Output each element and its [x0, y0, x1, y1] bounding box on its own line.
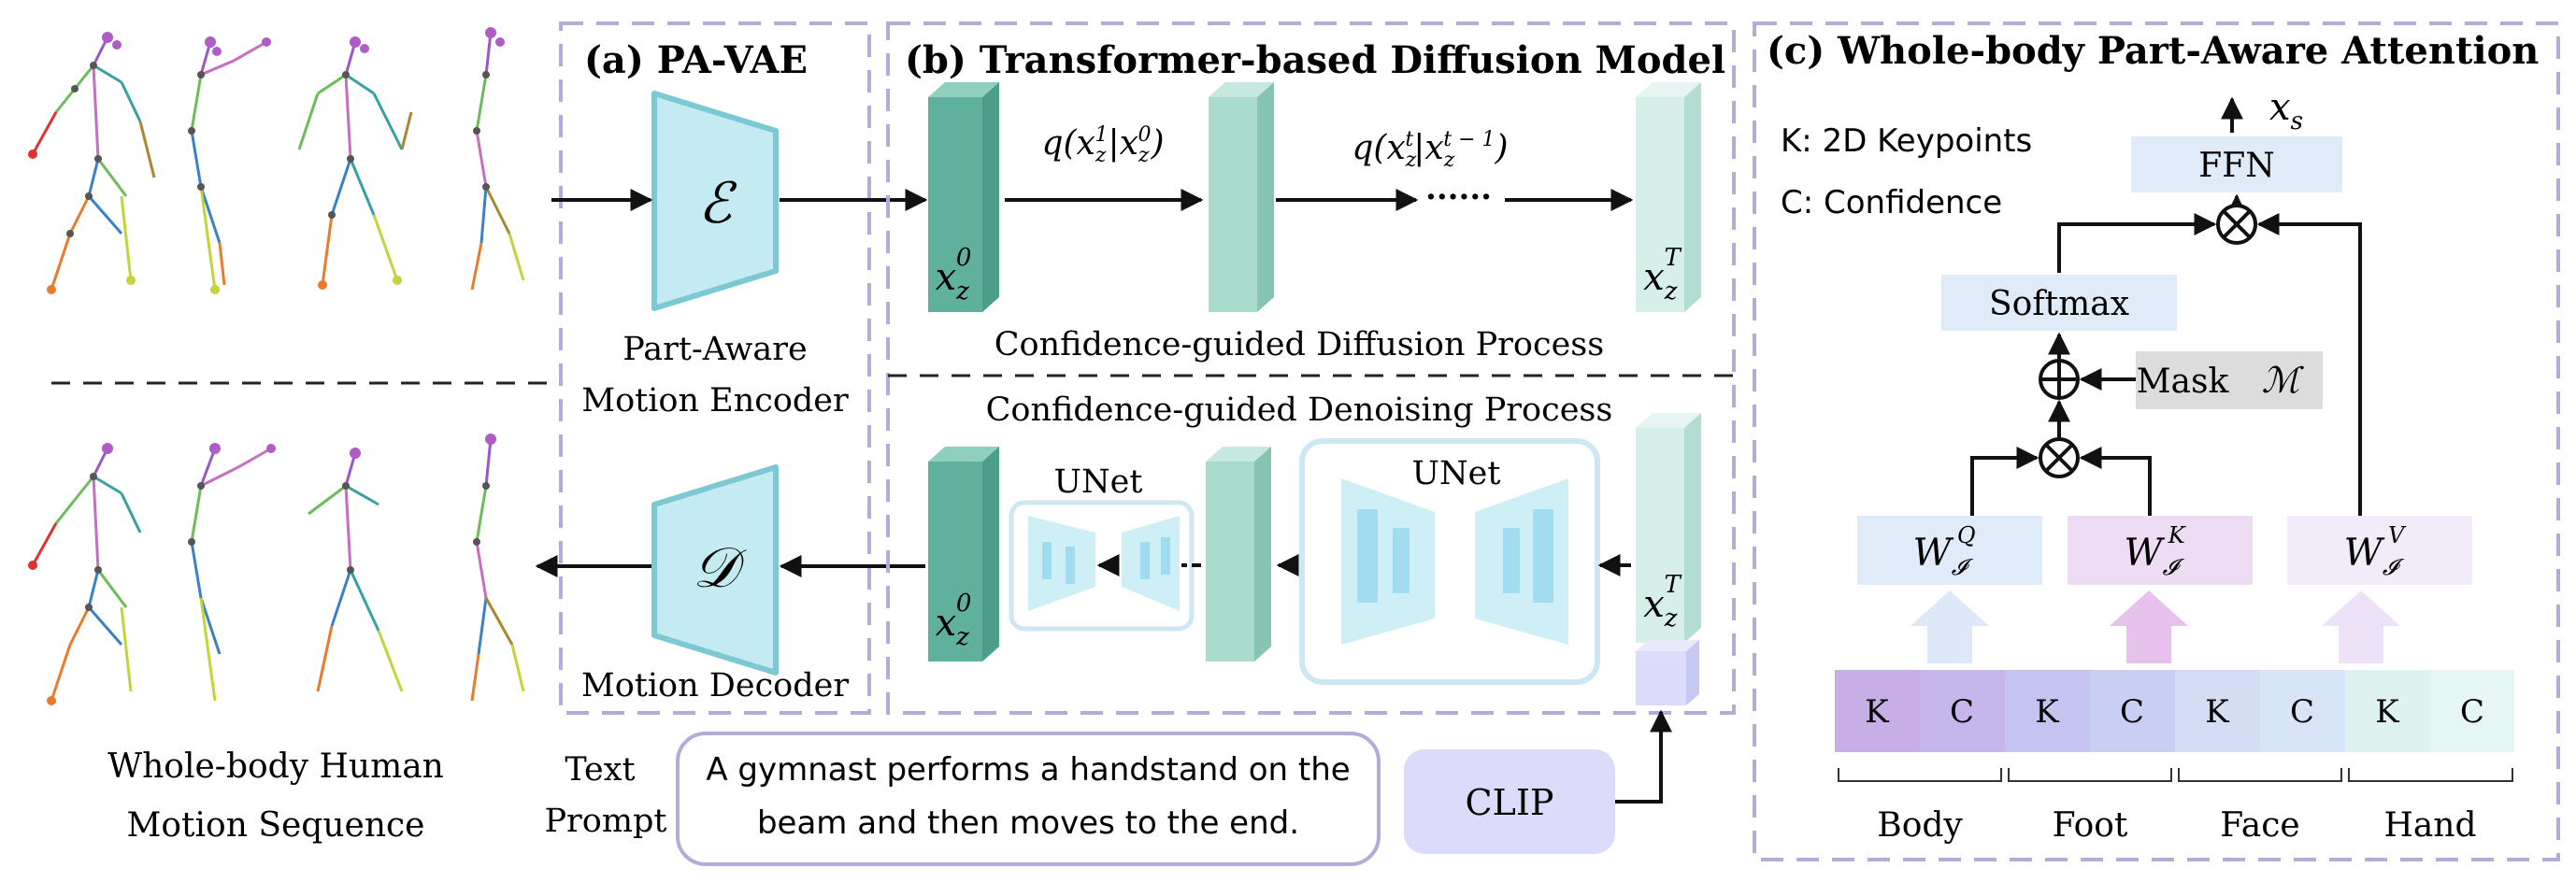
group-label-foot: Foot — [2053, 806, 2128, 845]
mask-label: Mask — [2137, 363, 2230, 401]
fat-arrow-k — [2110, 590, 2188, 663]
wq-box — [1857, 516, 2042, 585]
token-foot-k: K — [2035, 693, 2059, 731]
encoder-caption-line-1: Part-Aware — [623, 331, 807, 368]
token-face-c: C — [2290, 693, 2314, 731]
token-body-k: K — [1865, 693, 1889, 731]
panel-c-border — [1753, 21, 2560, 861]
token-foot-c: C — [2120, 693, 2144, 731]
latent-x0-bottom-label: xz0 — [936, 590, 972, 651]
skeleton-sequence-top — [28, 27, 525, 294]
latent-xT-top-label: xzT — [1643, 244, 1682, 306]
wk-box — [2068, 516, 2253, 585]
latent-x0-bottom: xz0 — [928, 447, 999, 662]
skeleton-sequence-bottom — [28, 434, 525, 705]
wk-label: W𝓘K — [2124, 522, 2186, 580]
wv-box — [2287, 516, 2472, 585]
denoising-caption: Confidence-guided Denoising Process — [986, 391, 1613, 429]
latent-xT-bottom-label: xzT — [1643, 571, 1682, 633]
softmax-label: Softmax — [1989, 285, 2129, 323]
multiply-top-icon — [2216, 204, 2257, 245]
panel-b-title: (b) Transformer-based Diffusion Model — [905, 38, 1725, 82]
latent-x0-top: xz0 — [928, 82, 999, 312]
latent-x0-top-label: xz0 — [936, 244, 972, 306]
group-label-face: Face — [2220, 806, 2299, 845]
group-label-body: Body — [1877, 806, 1963, 845]
token-hand-k: K — [2375, 693, 2399, 731]
text-embedding-cube — [1636, 640, 1699, 705]
fat-arrow-q — [1911, 590, 1989, 663]
unet-small-label: UNet — [1054, 463, 1143, 501]
multiply-bottom-icon — [2039, 437, 2080, 478]
add-icon — [2039, 359, 2080, 400]
arrow-clip-to-latent — [1615, 709, 1672, 804]
prompt-text-line-1: A gymnast performs a handstand on the — [706, 751, 1350, 789]
latent-xT-bottom: xzT — [1636, 413, 1701, 643]
q-label-1: q(xz1|xz0) — [1041, 123, 1164, 167]
unet-large-label: UNet — [1412, 455, 1501, 492]
decoder-trapezoid — [651, 464, 779, 676]
output-xs: xs — [2269, 86, 2303, 135]
diffusion-caption: Confidence-guided Diffusion Process — [995, 326, 1604, 363]
left-caption-line-2: Motion Sequence — [127, 806, 425, 845]
latent-mid-top — [1209, 82, 1274, 312]
left-caption-line-1: Whole-body Human — [107, 747, 444, 786]
encoder-trapezoid — [651, 91, 779, 311]
panel-b-border — [886, 21, 1736, 715]
prompt-label-1: Text — [565, 751, 635, 789]
ffn-box — [2131, 136, 2342, 192]
fat-arrow-v — [2322, 590, 2400, 663]
unet-small-icon — [1028, 516, 1180, 611]
group-label-hand: Hand — [2383, 806, 2476, 845]
prompt-label-2: Prompt — [544, 803, 666, 840]
panel-c-title: (c) Whole-body Part-Aware Attention — [1767, 29, 2539, 73]
token-face-k: K — [2205, 693, 2229, 731]
token-body-c: C — [1950, 693, 1974, 731]
token-hand-c: C — [2460, 693, 2484, 731]
legend-confidence: C: Confidence — [1781, 184, 2002, 221]
ffn-label: FFN — [2198, 147, 2274, 185]
clip-box — [1404, 749, 1615, 854]
mask-symbol: ℳ — [2262, 360, 2305, 401]
softmax-box — [1941, 275, 2177, 331]
forward-dots: ······ — [1425, 178, 1492, 216]
clip-label: CLIP — [1466, 782, 1554, 823]
panel-a-border — [559, 21, 871, 715]
legend-keypoints: K: 2D Keypoints — [1781, 122, 2032, 160]
arrow-q-to-mul — [1970, 447, 2039, 516]
token-strip — [1835, 670, 2514, 752]
arrow-k-to-mul — [2079, 447, 2152, 516]
decoder-caption: Motion Decoder — [581, 667, 849, 704]
q-label-2: q(xzt|xzt − 1) — [1352, 128, 1508, 172]
unet-large-icon — [1341, 478, 1568, 645]
panel-a-title: (a) PA-VAE — [584, 38, 808, 82]
wv-label: W𝓘V — [2344, 522, 2407, 580]
latent-xT-top: xzT — [1636, 82, 1701, 312]
prompt-text-line-2: beam and then moves to the end. — [757, 804, 1299, 842]
mask-box — [2136, 351, 2323, 409]
encoder-symbol: ℰ — [698, 171, 737, 236]
latent-mid-bottom — [1206, 447, 1271, 662]
group-braces — [1838, 768, 2513, 782]
arrow-v-to-mul — [2256, 213, 2362, 516]
skeleton-figure — [31, 36, 156, 291]
arrow-softmax-to-mul — [2057, 213, 2217, 273]
prompt-box — [676, 732, 1381, 866]
encoder-caption-line-2: Motion Encoder — [581, 382, 849, 420]
